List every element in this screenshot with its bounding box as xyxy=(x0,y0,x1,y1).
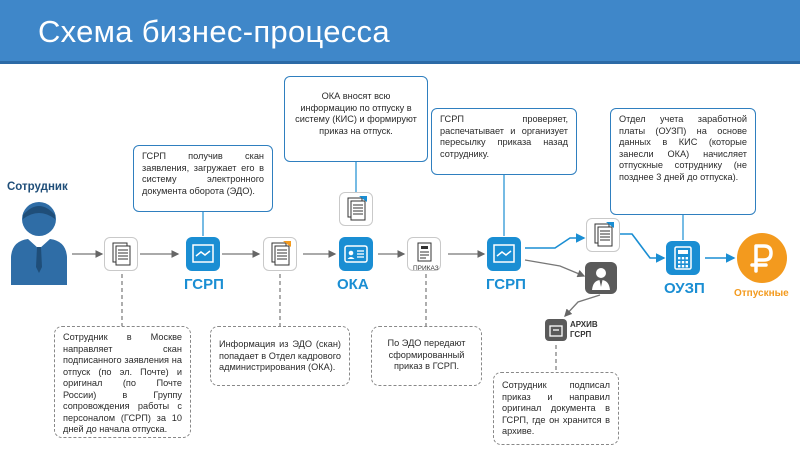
ouzp-label: ОУЗП xyxy=(664,280,705,297)
employee-label: Сотрудник xyxy=(7,181,68,193)
vacation-pay-label: Отпускные xyxy=(734,288,789,299)
documents-icon-1 xyxy=(104,237,138,271)
archive-label: АРХИВ ГСРП xyxy=(570,320,598,339)
handshake-icon-1 xyxy=(186,237,220,271)
archive-icon xyxy=(545,319,567,341)
ruble-icon xyxy=(737,233,787,283)
employee-signed-box: Сотрудник подписал приказ и направил ори… xyxy=(493,372,619,445)
oka-enters-box: ОКА вносят всю информацию по отпуску в с… xyxy=(284,76,428,162)
edo-order-box: По ЭДО передают сформированный приказ в … xyxy=(371,326,482,386)
ouzp-calculates-box: Отдел учета заработной платы (ОУЗП) на о… xyxy=(610,108,756,215)
header-bar: Схема бизнес-процесса xyxy=(0,0,800,64)
handshake-icon-2 xyxy=(487,237,521,271)
header-stripe xyxy=(0,61,800,64)
documents-icon-2 xyxy=(263,237,297,271)
page-title: Схема бизнес-процесса xyxy=(38,14,390,49)
person-icon xyxy=(11,202,67,285)
id-card-icon xyxy=(339,237,373,271)
oka-label: ОКА xyxy=(337,276,369,293)
order-icon xyxy=(407,237,441,271)
calculator-icon xyxy=(666,241,700,275)
edo-info-box: Информация из ЭДО (скан) попадает в Отде… xyxy=(210,326,350,386)
gsrp-checks-box: ГСРП проверяет, распечатывает и организу… xyxy=(431,108,577,175)
gsrp-label-1: ГСРП xyxy=(184,276,224,293)
order-label: ПРИКАЗ xyxy=(413,265,439,272)
gsrp-receives-box: ГСРП получив скан заявления, загружает е… xyxy=(133,145,273,212)
employee-sends-box: Сотрудник в Москве направляет скан подпи… xyxy=(54,326,191,438)
documents-icon-4 xyxy=(586,218,620,252)
documents-icon-3 xyxy=(339,192,373,226)
employee-icon xyxy=(585,262,617,294)
gsrp-label-2: ГСРП xyxy=(486,276,526,293)
